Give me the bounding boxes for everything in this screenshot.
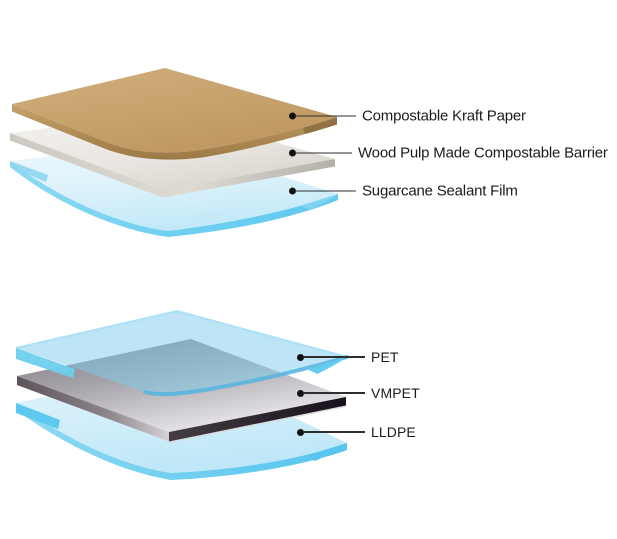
leader-dot <box>297 389 304 397</box>
leader-line <box>295 190 356 192</box>
pet-layer <box>15 309 349 397</box>
leader-dot <box>289 112 296 120</box>
layer-label-wood-pulp-barrier: Wood Pulp Made Compostable Barrier <box>358 144 608 162</box>
callout-vmpet: VMPET <box>297 385 420 401</box>
leader-line <box>295 115 356 117</box>
leader-line <box>303 356 365 358</box>
callout-wood-pulp-barrier: Wood Pulp Made Compostable Barrier <box>289 145 608 162</box>
leader-dot <box>297 428 304 436</box>
leader-dot <box>289 187 296 195</box>
leader-dot <box>297 353 304 361</box>
callout-kraft-paper: Compostable Kraft Paper <box>289 108 526 125</box>
bottom-stack-illustration <box>15 309 349 480</box>
layer-label-vmpet: VMPET <box>371 385 420 401</box>
kraft-paper-layer <box>12 68 337 160</box>
layer-label-kraft-paper: Compostable Kraft Paper <box>362 107 526 125</box>
callout-sugarcane-sealant-film: Sugarcane Sealant Film <box>289 183 518 200</box>
callout-lldpe: LLDPE <box>297 424 416 440</box>
callout-pet: PET <box>297 349 399 365</box>
leader-line <box>303 392 365 394</box>
layer-label-lldpe: LLDPE <box>371 424 416 440</box>
leader-dot <box>289 149 296 157</box>
leader-line <box>295 152 352 154</box>
layer-label-sugarcane-sealant-film: Sugarcane Sealant Film <box>362 182 518 200</box>
layer-label-pet: PET <box>371 349 399 365</box>
leader-line <box>303 431 365 433</box>
top-stack-illustration <box>10 68 338 237</box>
